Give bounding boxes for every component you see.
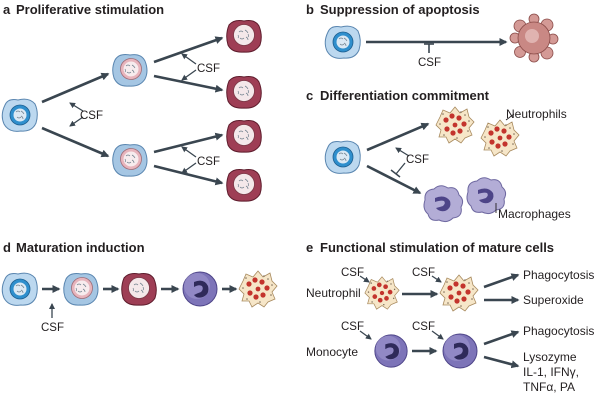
neutrophil-output-phagocytosis: Phagocytosis (523, 268, 594, 282)
panel-d-title: Maturation induction (16, 240, 145, 255)
stem-cell-c-icon (324, 140, 361, 174)
committed-cell-d-icon (121, 273, 157, 306)
stem-cell-b-icon (324, 25, 361, 59)
arrow-to-phagocytosis-2 (483, 330, 520, 346)
arrow-progenitor-bottom-to-committed-3 (153, 132, 224, 154)
panel-a-title: Proliferative stimulation (16, 2, 164, 17)
csf-label-c: CSF (406, 154, 429, 166)
neutrophil-output-superoxide: Superoxide (523, 293, 584, 307)
csf-pointer-a2-down (181, 69, 197, 81)
csf-pointer-e4 (431, 330, 444, 340)
neutrophil-e1-icon (364, 276, 400, 310)
arrow-stem-to-progenitor-top (41, 72, 110, 104)
neutrophil-e2-icon (439, 274, 479, 312)
csf-pointer-e2 (431, 275, 442, 283)
progenitor-cell-d-icon (63, 273, 99, 306)
monocyte-e2-icon (442, 333, 478, 369)
monocyte-output-lysozyme: Lysozyme (523, 350, 577, 364)
csf-pointer-e3 (359, 330, 372, 340)
csf-pointer-a2-up (181, 53, 197, 65)
neutrophil-c1-icon (435, 106, 475, 144)
neutrophil-row-label: Neutrophil (306, 286, 361, 300)
progenitor-cell-top-icon (112, 54, 148, 87)
csf-pointer-a1-up (69, 102, 84, 112)
csf-label-e4: CSF (412, 321, 435, 333)
panel-a: a Proliferative stimulation CSF CSF CSF (1, 2, 262, 202)
macrophages-label: Macrophages (498, 207, 571, 221)
arrow-to-macrophages (366, 164, 422, 195)
panel-e: e Functional stimulation of mature cells… (306, 240, 594, 394)
monocyte-output-cytokines-1: IL-1, IFNγ, (523, 365, 579, 379)
monocyte-output-phagocytosis: Phagocytosis (523, 324, 594, 338)
progenitor-cell-bottom-icon (112, 144, 148, 177)
panel-d-letter: d (3, 240, 11, 255)
panel-c-title: Differentiation commitment (320, 88, 490, 103)
monocyte-d-icon (182, 271, 218, 307)
csf-label-a2: CSF (197, 63, 220, 75)
monocyte-output-cytokines-2: TNFα, PA (523, 380, 575, 394)
panel-b-title: Suppression of apoptosis (320, 2, 480, 17)
committed-cell-4-icon (226, 169, 262, 202)
csf-label-d: CSF (41, 322, 64, 334)
stem-cell-icon (1, 98, 38, 132)
panel-c: c Differentiation commitment Neutrophils… (306, 88, 571, 223)
panel-d: d Maturation induction CSF (1, 240, 278, 334)
monocyte-row-label: Monocyte (306, 345, 358, 359)
csf-label-a3: CSF (197, 156, 220, 168)
csf-pointer-a1-down (69, 116, 84, 127)
csf-label-e3: CSF (341, 321, 364, 333)
monocyte-e1-icon (374, 334, 408, 368)
panel-c-letter: c (306, 88, 313, 103)
panel-e-letter: e (306, 240, 313, 255)
neutrophil-c2-icon (480, 119, 520, 157)
csf-label-b: CSF (418, 57, 441, 69)
neutrophils-leader-line (505, 113, 515, 121)
arrow-to-lysozyme (483, 355, 520, 369)
arrow-progenitor-bottom-to-committed-4 (153, 164, 224, 186)
panel-b: b Suppression of apoptosis CSF (306, 2, 559, 69)
csf-pointer-a3-down (181, 162, 197, 174)
neutrophil-d-icon (238, 270, 278, 308)
csf-pointer-e1 (359, 275, 370, 283)
committed-cell-3-icon (226, 120, 262, 153)
stem-cell-d-icon (1, 272, 38, 306)
csf-pointer-c-up (395, 147, 410, 157)
committed-cell-2-icon (226, 76, 262, 109)
csf-inhibit-c-stem (395, 162, 406, 175)
csf-label-e2: CSF (412, 267, 435, 279)
committed-cell-1-icon (226, 20, 262, 53)
csf-pointer-a3-up (181, 146, 197, 158)
panel-e-title: Functional stimulation of mature cells (320, 240, 554, 255)
arrow-to-phagocytosis-1 (483, 273, 520, 289)
panel-a-letter: a (3, 2, 11, 17)
arrow-to-neutrophils (366, 122, 430, 152)
csf-label-e1: CSF (341, 267, 364, 279)
panel-b-letter: b (306, 2, 314, 17)
arrow-progenitor-top-to-committed-2 (153, 74, 224, 93)
macrophage-c1-icon (423, 185, 464, 223)
csf-inhibit-c-bar (390, 169, 401, 178)
neutrophils-label: Neutrophils (506, 107, 567, 121)
apoptotic-cell-icon (509, 13, 559, 63)
csf-label-a1: CSF (80, 110, 103, 122)
arrow-progenitor-top-to-committed-1 (153, 36, 224, 64)
arrow-stem-to-progenitor-bottom (41, 126, 110, 158)
